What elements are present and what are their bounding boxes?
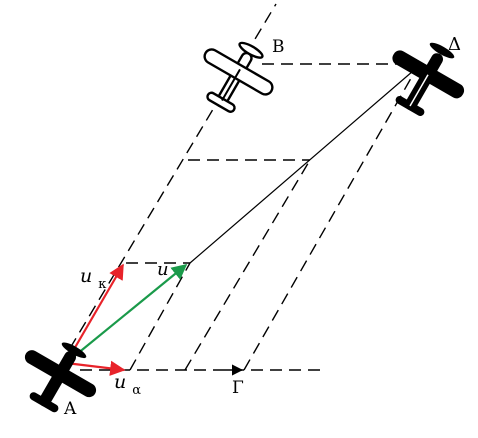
label-u: u xyxy=(157,259,169,280)
vector-u xyxy=(65,264,188,364)
vector-u-a xyxy=(65,360,126,376)
airplane-filled-icon xyxy=(392,42,465,116)
dashed-line-parallel-2 xyxy=(184,159,311,371)
airplane-outline-icon xyxy=(203,41,274,113)
airplane-filled-icon xyxy=(24,342,97,413)
label-u-a-sub: α xyxy=(132,383,141,398)
label-u-k: u κ xyxy=(80,265,106,292)
label-b: Β xyxy=(272,37,285,57)
label-u-a-main: u xyxy=(114,371,126,393)
label-delta: Δ xyxy=(448,34,461,55)
solid-line-u-to-delta xyxy=(189,64,421,264)
dashed-line-parallel-1 xyxy=(129,262,191,371)
label-a: Α xyxy=(63,399,77,419)
label-gamma: Γ xyxy=(232,378,244,398)
label-u-a: u α xyxy=(114,371,141,398)
label-u-k-main: u xyxy=(80,265,92,287)
dashed-line-gamma-to-delta xyxy=(243,65,419,371)
label-u-k-sub: κ xyxy=(98,277,106,292)
